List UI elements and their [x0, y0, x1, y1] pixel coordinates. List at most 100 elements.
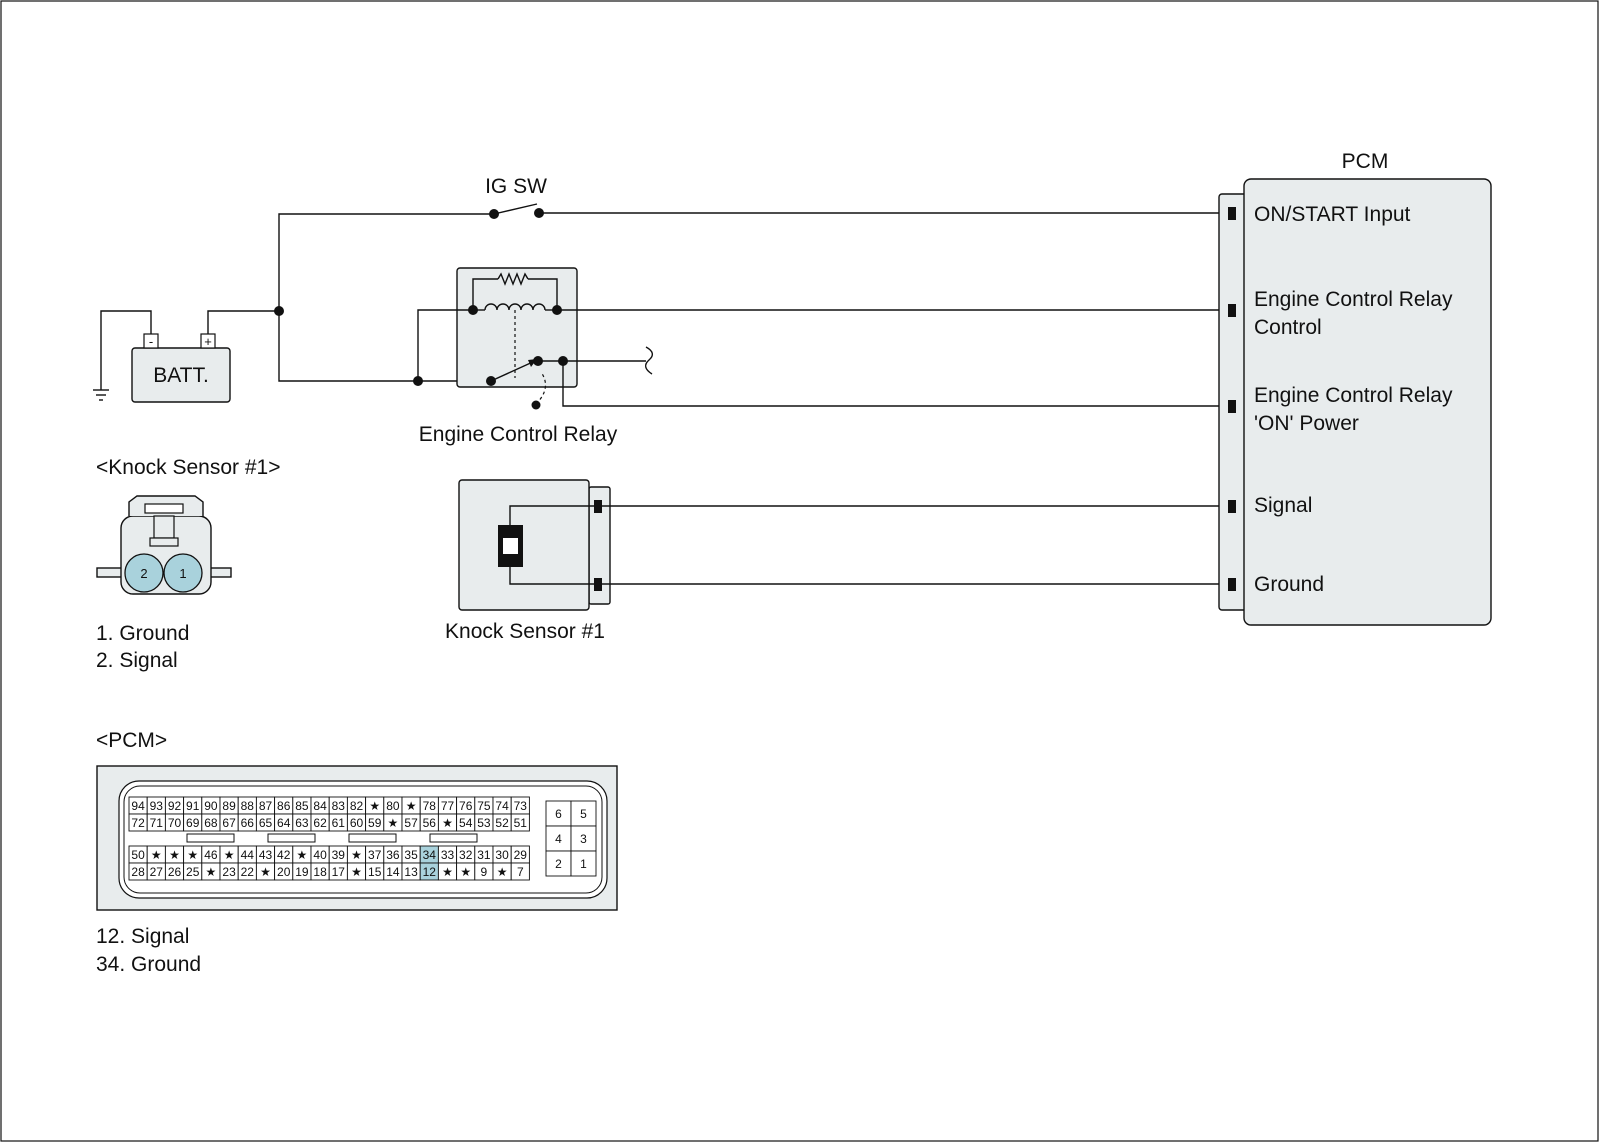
pcm-pin-label: ★ — [351, 865, 362, 879]
knock-connector-pin-2 — [124, 553, 164, 593]
pcm-pin-label: 9 — [481, 865, 488, 879]
knock-connector-pin-1 — [163, 553, 203, 593]
pcm-small-pin-label: 5 — [580, 807, 587, 821]
battery-neg-sign: - — [149, 334, 153, 349]
knock-legend-1: 1. Ground — [96, 622, 189, 645]
pcm-pin-cell — [510, 862, 530, 881]
pcm-pin-label: 42 — [277, 848, 291, 862]
relay-label: Engine Control Relay — [419, 423, 618, 446]
pcm-small-pin-label: 2 — [555, 857, 562, 871]
pcm-connector-title: <PCM> — [96, 729, 167, 752]
pcm-pin-label: ★ — [460, 865, 471, 879]
pcm-pin-label: ★ — [169, 848, 180, 862]
battery: - + BATT. — [131, 333, 231, 403]
ig-feed-wire — [278, 213, 494, 311]
engine-control-relay: Engine Control Relay — [419, 267, 618, 446]
knock-pin-1-label: 1 — [179, 566, 186, 581]
pcm-pin-label: 86 — [277, 799, 291, 813]
pcm-pin-label: 78 — [423, 799, 437, 813]
pcm-pin-label: 66 — [241, 816, 255, 830]
pcm-pin-label: 7 — [517, 865, 524, 879]
pcm-pin-label: 51 — [514, 816, 528, 830]
junction-dot — [274, 306, 284, 316]
pcm-pin-label: 77 — [441, 799, 455, 813]
pcm-pin-relay-control-line1: Engine Control Relay — [1254, 288, 1453, 311]
pcm-pin-label: 68 — [204, 816, 218, 830]
pcm-legend-1: 12. Signal — [96, 925, 189, 948]
relay-coil-feed-wire — [417, 309, 473, 381]
pcm-small-pin-cell — [570, 825, 597, 852]
pcm-pin-label: 88 — [241, 799, 255, 813]
pcm-legend-2: 34. Ground — [96, 953, 201, 976]
pcm-pin-label: 23 — [222, 865, 236, 879]
pcm-pin-label: 74 — [495, 799, 509, 813]
pcm-pin-label: 12 — [423, 865, 437, 879]
pcm-pin-label: 54 — [459, 816, 473, 830]
pcm-pin-label: 62 — [313, 816, 327, 830]
pcm-pin-label: 13 — [404, 865, 418, 879]
pcm-pin-label: 52 — [495, 816, 509, 830]
pcm-small-pin-cell — [570, 850, 597, 877]
pcm-pin-label: 89 — [222, 799, 236, 813]
pcm-pin-relay-on-power-line1: Engine Control Relay — [1254, 384, 1453, 407]
pcm-pin-label: 46 — [204, 848, 218, 862]
pcm-pin-label: ★ — [187, 848, 198, 862]
pcm-small-pin-label: 4 — [555, 832, 562, 846]
junction-dot — [413, 376, 423, 386]
pcm-pin-label: ★ — [497, 865, 508, 879]
pcm-pin-label: 27 — [150, 865, 164, 879]
relay-on-power-wire — [562, 361, 1230, 407]
pcm-pin-label: 44 — [241, 848, 255, 862]
ground-icon — [93, 389, 109, 401]
pcm-pin-ground: Ground — [1254, 573, 1324, 596]
pcm-pin-label: 57 — [404, 816, 418, 830]
pcm-pin-label: 34 — [423, 848, 437, 862]
pcm-pin-label: 19 — [295, 865, 309, 879]
pcm-pin-label: ★ — [151, 848, 162, 862]
pcm-pin-label: 72 — [131, 816, 145, 830]
battery-body — [131, 347, 231, 403]
knock-sensor-body — [458, 479, 590, 611]
pcm-pin-label: 36 — [386, 848, 400, 862]
knock-sensor-connector-view: <Knock Sensor #1> 2 1 1. Ground 2. Signa… — [96, 456, 280, 672]
pcm-pin-label: 69 — [186, 816, 200, 830]
pcm-title: PCM — [1342, 150, 1389, 173]
pcm-small-pin-label: 1 — [580, 857, 587, 871]
pcm-pin-label: 73 — [514, 799, 528, 813]
pcm-pin-label: ★ — [224, 848, 235, 862]
pcm-pin-label: 15 — [368, 865, 382, 879]
pcm-pin-label: 85 — [295, 799, 309, 813]
pcm-pin-label: 28 — [131, 865, 145, 879]
pcm-pin-label: 22 — [241, 865, 255, 879]
pcm-pin-label: 50 — [131, 848, 145, 862]
pcm-pin-label: ★ — [369, 799, 380, 813]
pcm-pin-label: 65 — [259, 816, 273, 830]
pcm-pin-label: 70 — [168, 816, 182, 830]
pcm-pin-label: 30 — [495, 848, 509, 862]
pcm-pin-label: 64 — [277, 816, 291, 830]
pcm-pin-label: ★ — [388, 816, 399, 830]
pcm-pin-label: 18 — [313, 865, 327, 879]
pcm-pin-label: ★ — [297, 848, 308, 862]
pcm-pin-label: ★ — [442, 816, 453, 830]
pcm-pin-label: 17 — [332, 865, 346, 879]
pcm-pin-label: 20 — [277, 865, 291, 879]
pcm-pin-label: 37 — [368, 848, 382, 862]
battery-label: BATT. — [153, 364, 209, 387]
pcm-pin-label: 93 — [150, 799, 164, 813]
knock-sensor: Knock Sensor #1 — [445, 479, 611, 643]
pcm-small-pin-label: 6 — [555, 807, 562, 821]
pcm-pin-label: 92 — [168, 799, 182, 813]
battery-positive-wire — [207, 310, 279, 334]
battery-ground-wire — [100, 310, 152, 390]
knock-connector-title: <Knock Sensor #1> — [96, 456, 280, 479]
pcm-pin-label: 35 — [404, 848, 418, 862]
knock-legend-2: 2. Signal — [96, 649, 178, 672]
pcm-pin-label: 14 — [386, 865, 400, 879]
pcm-pin-label: 75 — [477, 799, 491, 813]
pcm-pin-label: 53 — [477, 816, 491, 830]
